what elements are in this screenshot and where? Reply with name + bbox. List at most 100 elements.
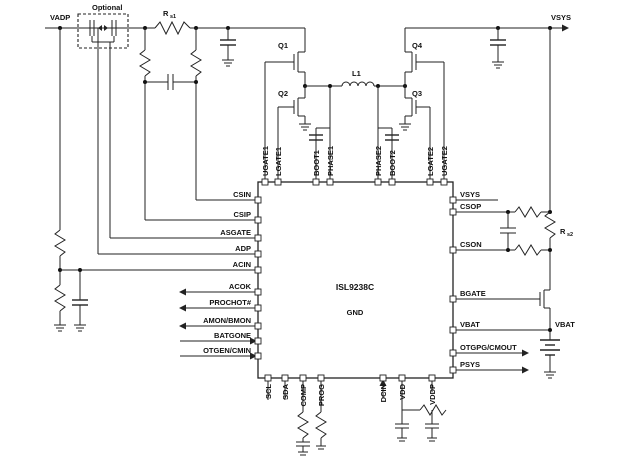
vddp-resistor — [419, 404, 447, 416]
cs-filter-resistor-top — [514, 206, 542, 218]
adp-divider-bottom-resistor — [54, 284, 66, 312]
adp-divider-top-resistor — [54, 229, 66, 257]
bgate-mosfet — [453, 289, 551, 340]
pin-vdd — [398, 374, 406, 382]
pin-label-sda: SDA — [281, 383, 290, 399]
pin-label-phase1: PHASE1 — [326, 146, 335, 176]
pin-label-otgen-cmin: OTGEN/CMIN — [203, 346, 251, 355]
pin-label-otgpg-cmout: OTGPG/CMOUT — [460, 343, 517, 352]
optional-box — [77, 13, 129, 49]
pin-prochot — [254, 304, 262, 312]
rs2-resistor — [544, 211, 556, 239]
pin-acok — [254, 288, 262, 296]
rs1-label: R — [163, 9, 169, 18]
csin-filter-resistor — [190, 49, 202, 77]
pin-phase1 — [326, 178, 334, 186]
bottom-pins: SCL SDA COMP PROG DCIN VDD VDDP — [264, 374, 437, 407]
prog-resistor — [315, 411, 327, 439]
pin-vsys — [449, 196, 457, 204]
pin-sda — [281, 374, 289, 382]
comp-resistor — [297, 411, 309, 439]
csip-filter-resistor — [139, 49, 151, 77]
pin-bgate — [449, 295, 457, 303]
pin-label-bgate: BGATE — [460, 289, 486, 298]
pin-label-prog: PROG — [317, 384, 326, 406]
chip-ground: GND — [347, 308, 364, 317]
q3-label: Q3 — [412, 89, 422, 98]
pin-label-vddp: VDDP — [428, 384, 437, 405]
rs2-subscript: s2 — [567, 232, 573, 238]
asgate-fet-pair — [84, 20, 122, 43]
pin-boot2 — [388, 178, 396, 186]
pin-ugate2 — [440, 178, 448, 186]
pin-label-csip: CSIP — [233, 210, 251, 219]
pin-comp — [299, 374, 307, 382]
pin-boot1 — [312, 178, 320, 186]
rs1-subscript: s1 — [170, 14, 176, 20]
pin-label-acok: ACOK — [229, 282, 252, 291]
vadp-label: VADP — [50, 13, 70, 22]
pin-asgate — [254, 234, 262, 242]
pin-label-lgate2: LGATE2 — [426, 147, 435, 176]
q2-mosfet — [277, 86, 311, 182]
pin-vddp — [428, 374, 436, 382]
q2-label: Q2 — [278, 89, 288, 98]
pin-label-boot2: BOOT2 — [388, 150, 397, 176]
ic-body — [257, 181, 454, 379]
pin-label-prochot: PROCHOT# — [209, 298, 252, 307]
pin-cson — [449, 246, 457, 254]
pin-label-acin: ACIN — [233, 260, 251, 269]
pin-label-vbat: VBAT — [460, 320, 480, 329]
q1-mosfet — [264, 28, 306, 182]
pin-label-csop: CSOP — [460, 202, 481, 211]
pin-label-scl: SCL — [264, 384, 273, 399]
rs2-label: R — [560, 227, 566, 236]
pin-dcin — [379, 374, 387, 382]
chip-name: ISL9238C — [336, 282, 374, 292]
pin-lgate1 — [274, 178, 282, 186]
pin-label-ugate1: UGATE1 — [261, 146, 270, 176]
pin-label-amon-bmon: AMON/BMON — [203, 316, 251, 325]
vbat-label: VBAT — [555, 320, 575, 329]
pin-label-comp: COMP — [299, 384, 308, 407]
pin-label-csin: CSIN — [233, 190, 251, 199]
pin-csin — [254, 196, 262, 204]
pin-label-cson: CSON — [460, 240, 482, 249]
pin-phase2 — [374, 178, 382, 186]
inductor-l1 — [341, 81, 375, 87]
l1-label: L1 — [352, 69, 361, 78]
optional-label: Optional — [92, 3, 122, 12]
pin-label-asgate: ASGATE — [220, 228, 251, 237]
q3-mosfet — [399, 86, 431, 182]
pin-psys — [449, 366, 457, 374]
pin-acin — [254, 266, 262, 274]
q4-mosfet — [404, 28, 445, 182]
pin-ugate1 — [261, 178, 269, 186]
pin-lgate2 — [426, 178, 434, 186]
vsys-label: VSYS — [551, 13, 571, 22]
right-pins: VSYS CSOP CSON BGATE VBAT OTGPG/CMOUT PSYS — [449, 190, 517, 374]
pin-csip — [254, 216, 262, 224]
pin-label-batgone: BATGONE — [214, 331, 251, 340]
pin-label-boot1: BOOT1 — [312, 150, 321, 176]
pin-label-vsys: VSYS — [460, 190, 480, 199]
left-pins: CSIN CSIP ASGATE ADP ACIN ACOK PROCHOT# AMON/BM… — [203, 190, 262, 360]
pin-scl — [264, 374, 272, 382]
pin-label-dcin: DCIN — [379, 384, 388, 402]
pin-otgpg-cmout — [449, 349, 457, 357]
pin-label-lgate1: LGATE1 — [274, 147, 283, 176]
pin-label-ugate2: UGATE2 — [440, 146, 449, 176]
pin-adp — [254, 250, 262, 258]
pin-label-psys: PSYS — [460, 360, 480, 369]
pin-label-vdd: VDD — [398, 383, 407, 399]
cs-filter-resistor-bottom — [514, 244, 542, 256]
pin-csop — [449, 208, 457, 216]
pin-vbat — [449, 326, 457, 334]
pin-batgone — [254, 337, 262, 345]
pin-prog — [317, 374, 325, 382]
pin-label-adp: ADP — [235, 244, 251, 253]
rs1-resistor — [154, 20, 191, 36]
